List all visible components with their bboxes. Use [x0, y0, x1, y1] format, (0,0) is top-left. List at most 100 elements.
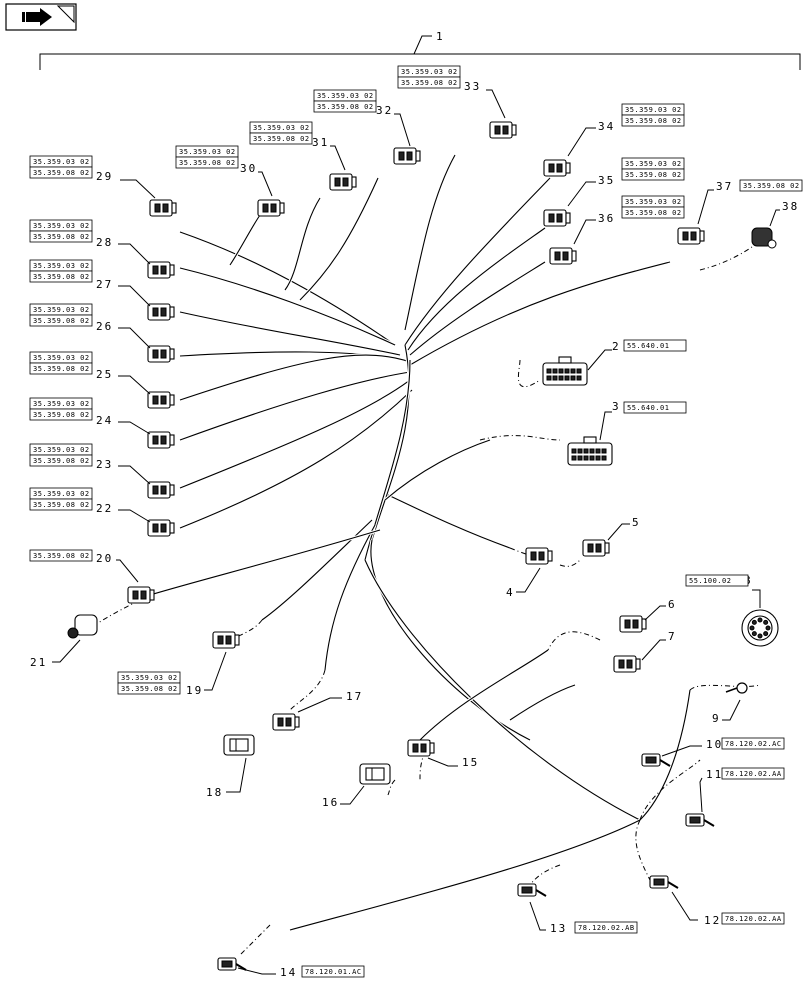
leader-line: [486, 89, 506, 119]
leader-line: [120, 179, 156, 199]
connector-shape: [517, 883, 547, 897]
item-number: 19: [186, 684, 203, 697]
connector-shape: [147, 481, 175, 499]
connector-shape: [741, 609, 779, 647]
ref-box[interactable]: 55.100.02: [685, 574, 749, 587]
connector-item-38[interactable]: 38: [751, 200, 799, 249]
item-number: 22: [96, 502, 113, 515]
leader-line: [587, 349, 612, 371]
leader-line: [427, 757, 458, 767]
ref-box[interactable]: 78.120.02.AB: [574, 921, 638, 934]
connector-item-5[interactable]: 5: [582, 516, 641, 557]
ref-box[interactable]: 78.120.01.AC: [301, 965, 365, 978]
connector-item-17[interactable]: 17: [272, 690, 363, 731]
ref-box[interactable]: 35.359.08 02: [739, 179, 803, 192]
ref-code: 35.359.03 02: [33, 490, 90, 498]
connector-item-37[interactable]: 37 35.359.08 02: [677, 179, 803, 245]
leader-line: [118, 243, 151, 265]
assembly-number: 1: [436, 30, 445, 43]
connector-item-9[interactable]: 9: [712, 682, 748, 725]
folded-page-arrow-icon[interactable]: [5, 3, 77, 31]
wire-segment: [370, 539, 531, 741]
connector-item-21[interactable]: 21: [30, 614, 98, 669]
ref-code: 35.359.08 02: [121, 685, 178, 693]
leader-line: [297, 697, 342, 713]
ref-code: 35.359.03 02: [33, 222, 90, 230]
ref-code: 35.359.03 02: [33, 158, 90, 166]
ref-box[interactable]: 55.640.01: [623, 339, 687, 352]
connector-shape: [147, 519, 175, 537]
item-number: 17: [346, 690, 363, 703]
leader-line: [330, 145, 346, 171]
item-number: 6: [668, 598, 677, 611]
connector-item-8[interactable]: 855.100.02: [685, 574, 779, 647]
ref-code: 35.359.08 02: [33, 317, 90, 325]
connector-item-7[interactable]: 7: [613, 630, 677, 673]
connector-item-18[interactable]: 18: [206, 734, 255, 799]
ref-box[interactable]: 78.120.02.AA: [721, 912, 785, 925]
item-number: 37: [716, 180, 733, 193]
leader-line: [516, 567, 541, 593]
connector-item-16[interactable]: 16: [322, 763, 391, 809]
ref-code: 78.120.02.AA: [725, 770, 782, 778]
connector-item-15[interactable]: 15: [407, 739, 479, 769]
connector-shape: [147, 345, 175, 363]
connector-item-14[interactable]: 14 78.120.01.AC: [217, 957, 365, 979]
ref-code: 35.359.08 02: [253, 135, 310, 143]
item-number: 10: [706, 738, 723, 751]
leader-line: [118, 285, 151, 307]
connector-item-4[interactable]: 4: [506, 547, 553, 599]
leader-line: [118, 509, 151, 523]
leader-line: [644, 605, 666, 621]
item-number: 18: [206, 786, 223, 799]
item-number: 14: [280, 966, 297, 979]
ref-box[interactable]: 78.120.02.AA: [721, 767, 785, 780]
wire-casing: [509, 683, 576, 722]
ref-box[interactable]: 55.640.01: [623, 401, 687, 414]
ref-code: 35.359.08 02: [179, 159, 236, 167]
ref-box[interactable]: 78.120.02.AC: [721, 737, 785, 750]
item-number: 24: [96, 414, 113, 427]
ref-box[interactable]: 35.359.08 02: [29, 549, 93, 562]
connector-item-6[interactable]: 6: [619, 598, 677, 633]
